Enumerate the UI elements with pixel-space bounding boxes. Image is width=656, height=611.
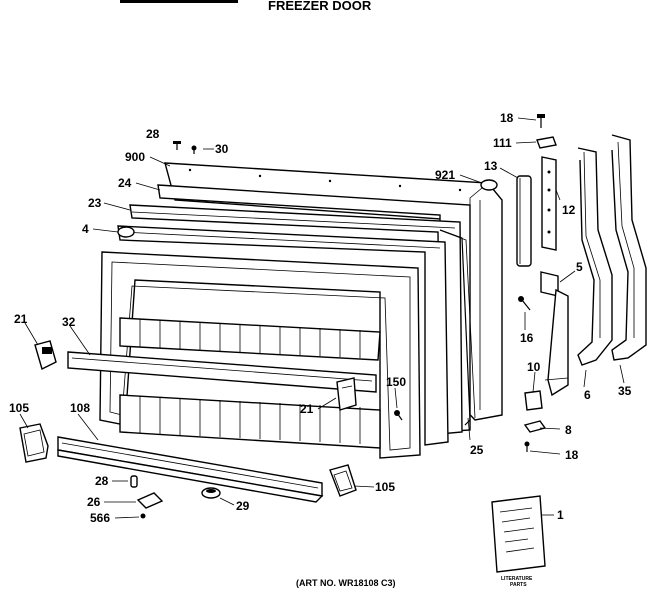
literature-booklet: LITERATURE PARTS — [491, 495, 546, 588]
callout-105-bottom: 105 — [375, 480, 395, 494]
cropped-header-bar — [120, 0, 238, 3]
callout-566: 566 — [90, 511, 110, 525]
callout-150: 150 — [386, 375, 406, 389]
callout-35: 35 — [618, 384, 632, 398]
leader-lines — [19, 117, 625, 519]
door-gasket — [439, 229, 476, 426]
callout-111: 111 — [493, 136, 512, 150]
callout-25: 25 — [470, 443, 484, 457]
callout-30: 30 — [215, 142, 229, 156]
callout-1: 1 — [557, 508, 564, 522]
hinge-bracket — [541, 156, 557, 251]
grommet-29 — [201, 487, 221, 499]
callout-108: 108 — [70, 401, 90, 415]
hinge-screw — [518, 296, 531, 311]
bottom-screw — [524, 441, 530, 452]
screw-30 — [191, 145, 197, 154]
panel-edge-holes — [188, 168, 462, 192]
callout-10: 10 — [527, 360, 541, 374]
handle-tube — [516, 175, 532, 267]
callout-4: 4 — [82, 222, 89, 236]
callout-24: 24 — [118, 176, 132, 190]
callout-12: 12 — [562, 203, 576, 217]
literature-caption-line2: PARTS — [510, 582, 527, 588]
round-plug — [480, 179, 498, 191]
screw-28-top — [173, 141, 181, 150]
callout-900: 900 — [125, 150, 145, 164]
end-cap-bottom — [329, 464, 357, 497]
callout-28-bottom: 28 — [95, 474, 109, 488]
callout-28-top: 28 — [146, 127, 160, 141]
callout-5: 5 — [576, 260, 583, 274]
callout-26: 26 — [87, 495, 101, 509]
screw-566 — [140, 513, 146, 519]
door-handle-6 — [577, 147, 613, 366]
literature-caption-line1: LITERATURE — [501, 576, 533, 582]
upper-shelf-ribs — [139, 319, 361, 358]
callout-21-left: 21 — [14, 312, 28, 326]
callout-18-bottom: 18 — [565, 448, 579, 462]
callout-labels: 18 111 28 30 900 921 13 24 23 12 4 5 21 … — [9, 111, 632, 525]
part-28-bottom — [130, 475, 138, 488]
upper-shelf-bar — [67, 351, 377, 393]
bracket-plate — [136, 492, 164, 509]
callout-21-mid: 21 — [300, 402, 314, 416]
callout-18-top: 18 — [500, 111, 514, 125]
hinge-clip — [536, 136, 557, 149]
callout-13: 13 — [484, 159, 498, 173]
booklet-text-lines — [499, 507, 535, 553]
callout-32: 32 — [62, 315, 76, 329]
lower-shelf-ribs — [139, 396, 361, 444]
art-number: (ART NO. WR18108 C3) — [296, 578, 396, 588]
lower-shelf-bar — [57, 436, 324, 503]
screw-150 — [394, 410, 403, 421]
callout-29: 29 — [236, 499, 250, 513]
door-liner-layers — [117, 184, 471, 446]
hinge-block — [524, 390, 543, 411]
shelf-clip-mid — [336, 377, 357, 411]
callout-16: 16 — [520, 331, 534, 345]
callout-6: 6 — [584, 388, 591, 402]
callout-23: 23 — [88, 196, 102, 210]
callout-8: 8 — [565, 423, 572, 437]
end-cap-left — [19, 423, 49, 463]
shelf-clip-left — [34, 340, 57, 371]
small-bracket — [523, 420, 547, 433]
door-handle-35 — [611, 134, 647, 361]
lower-hinge — [540, 271, 569, 397]
inner-door-liner — [99, 251, 421, 459]
callout-921: 921 — [435, 168, 455, 182]
callout-105-left: 105 — [9, 401, 29, 415]
top-screw — [537, 114, 545, 128]
diagram-title: FREEZER DOOR — [268, 0, 372, 13]
